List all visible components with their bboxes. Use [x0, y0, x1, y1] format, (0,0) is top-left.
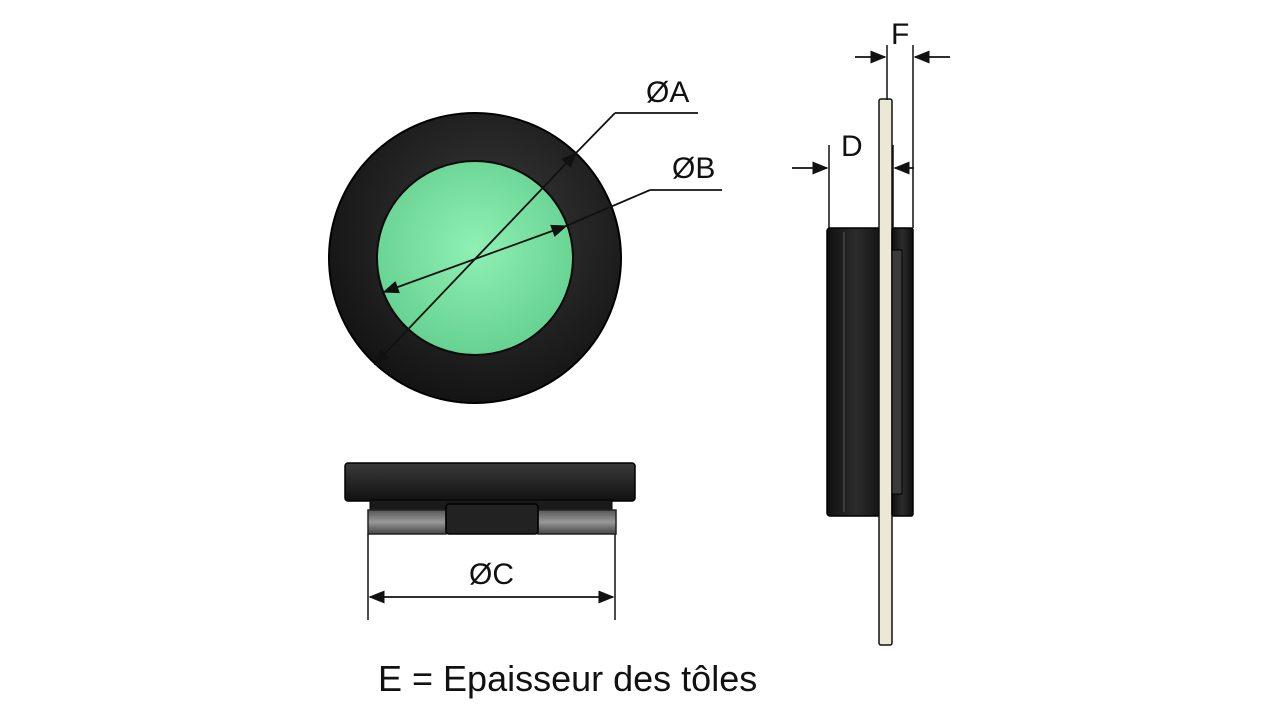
diameter-b-line — [382, 224, 568, 294]
front-view: ØA ØB — [328, 76, 722, 404]
diameter-a-leader — [575, 112, 616, 154]
diameter-b-label: ØB — [672, 152, 715, 185]
center-boss — [445, 503, 539, 535]
bottom-view: ØC — [344, 462, 636, 620]
diameter-c-label: ØC — [469, 558, 514, 591]
side-view: F D — [792, 18, 950, 646]
side-thread — [891, 249, 903, 495]
thread-right — [537, 509, 617, 535]
side-rear-body — [826, 227, 886, 517]
diameter-b-leader — [565, 189, 651, 227]
caption-text: E = Epaisseur des tôles — [378, 658, 758, 699]
d-label: D — [841, 130, 863, 163]
sheet-plate — [878, 98, 893, 646]
cap-body — [344, 462, 636, 502]
diameter-a-label: ØA — [646, 76, 689, 109]
thread-left — [367, 509, 447, 535]
f-label: F — [891, 18, 909, 51]
